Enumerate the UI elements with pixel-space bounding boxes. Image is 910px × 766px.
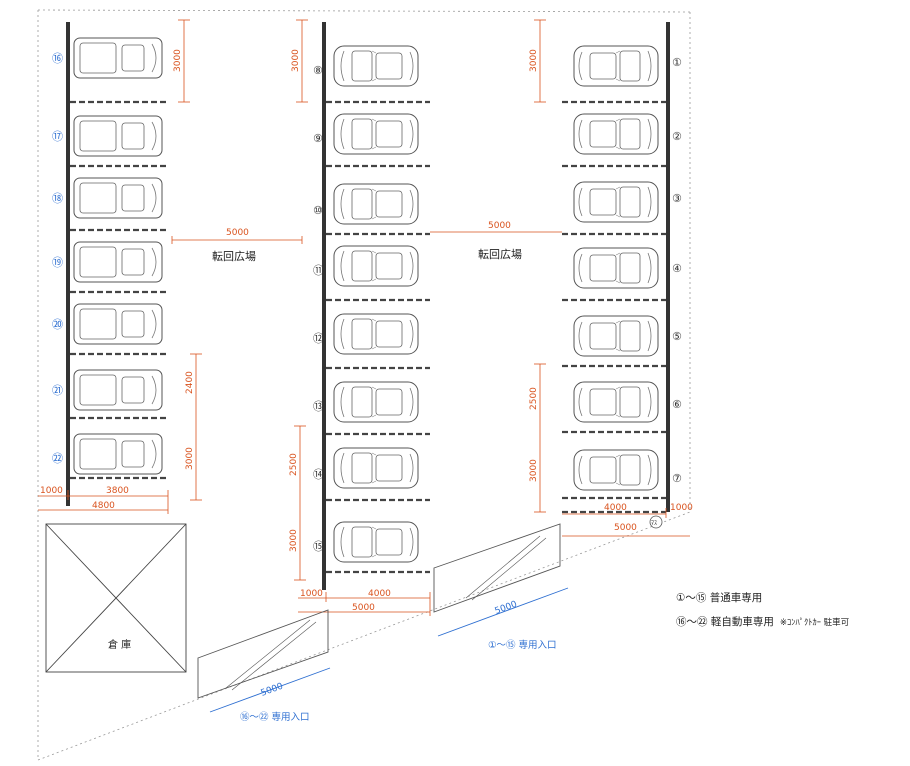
cars-right-column — [573, 45, 659, 491]
stall-number: ⑥ — [672, 398, 682, 411]
dim-right-car: 4000 — [604, 503, 627, 513]
stall-number: ⑬ — [313, 400, 324, 413]
dim-right-total: 5000 — [614, 523, 637, 533]
stall-number: ② — [672, 130, 682, 143]
dim-left-total: 4800 — [92, 501, 115, 511]
legend-small-text: ⑯～㉒ 軽自動車専用 — [676, 616, 774, 628]
dim-left-stall: 3000 — [173, 49, 183, 72]
stall-number: ⑪ — [313, 264, 324, 277]
legend-regular: ①～⑮ 普通車専用 — [676, 586, 849, 610]
entrance-dimensions — [209, 587, 569, 713]
dim-middle-offset: 1000 — [300, 589, 323, 599]
stall-number: ⑦ — [672, 472, 682, 485]
legend-regular-text: ①～⑮ 普通車専用 — [676, 592, 763, 604]
warehouse — [45, 523, 187, 673]
meter-mark: ﾏｽ — [649, 515, 663, 529]
cars-left-column — [73, 37, 163, 475]
stall-number: ⑲ — [52, 256, 63, 269]
dim-entrance-regular: 5000 — [494, 599, 519, 616]
dim-right-width: 2500 — [529, 387, 539, 410]
stall-lines — [70, 100, 666, 574]
stall-number: ⑯ — [52, 52, 63, 65]
dim-small-length: 3000 — [185, 447, 195, 470]
warehouse-label: 倉 庫 — [108, 638, 131, 651]
legend-small: ⑯～㉒ 軽自動車専用 ※ｺﾝﾊﾟｸﾄｶｰ 駐車可 — [676, 610, 849, 635]
property-boundary — [37, 9, 691, 761]
dim-left-car: 3800 — [106, 486, 129, 496]
dim-middle-length: 3000 — [289, 529, 299, 552]
dim-right-stall: 3000 — [529, 49, 539, 72]
dim-left-offset: 1000 — [40, 486, 63, 496]
dim-middle-stall: 3000 — [291, 49, 301, 72]
stall-number: ⑨ — [313, 132, 323, 145]
stall-numbers-right: ① ② ③ ④ ⑤ ⑥ ⑦ — [672, 56, 682, 485]
stall-numbers-middle: ⑧ ⑨ ⑩ ⑪ ⑫ ⑬ ⑭ ⑮ — [313, 64, 324, 553]
dimension-labels: 3000 3000 3000 5000 5000 2400 3000 2500 … — [40, 49, 693, 613]
gate-regular-cars — [433, 523, 561, 613]
turnaround-label-left: 転回広場 — [212, 250, 256, 263]
legend: ①～⑮ 普通車専用 ⑯～㉒ 軽自動車専用 ※ｺﾝﾊﾟｸﾄｶｰ 駐車可 — [676, 586, 849, 635]
dim-small-width: 2400 — [185, 371, 195, 394]
back-walls — [66, 22, 670, 590]
stall-numbers-left: ⑯ ⑰ ⑱ ⑲ ⑳ ㉑ ㉒ — [52, 52, 63, 465]
dim-aisle-left: 5000 — [226, 228, 249, 238]
dimension-lines — [38, 19, 690, 616]
cars-middle-column — [333, 45, 419, 563]
dim-middle-total: 5000 — [352, 603, 375, 613]
dim-right-length: 3000 — [529, 459, 539, 482]
dim-aisle-right: 5000 — [488, 221, 511, 231]
stall-number: ⑱ — [52, 192, 63, 205]
gate-small-cars — [197, 609, 329, 699]
stall-number: ⑭ — [313, 468, 324, 481]
entrance-regular-label: ①～⑮ 専用入口 — [488, 639, 557, 651]
stall-number: ⑧ — [313, 64, 323, 77]
meter-label: ﾏｽ — [651, 520, 657, 527]
legend-small-note: ※ｺﾝﾊﾟｸﾄｶｰ 駐車可 — [779, 618, 850, 628]
stall-number: ㉑ — [52, 384, 63, 397]
dim-right-offset: 1000 — [670, 503, 693, 513]
stall-number: ⑤ — [672, 330, 682, 343]
dim-entrance-small: 5000 — [260, 681, 285, 698]
stall-number: ⑮ — [313, 540, 324, 553]
turnaround-label-right: 転回広場 — [478, 248, 522, 261]
stall-number: ⑰ — [52, 130, 63, 143]
dim-middle-width: 2500 — [289, 453, 299, 476]
dim-middle-car: 4000 — [368, 589, 391, 599]
entrance-small-label: ⑯～㉒ 専用入口 — [240, 711, 310, 723]
stall-number: ③ — [672, 192, 682, 205]
stall-number: ⑩ — [313, 204, 323, 217]
stall-number: ⑫ — [313, 332, 324, 345]
stall-number: ⑳ — [52, 318, 63, 331]
stall-number: ㉒ — [52, 452, 63, 465]
stall-number: ① — [672, 56, 682, 69]
stall-number: ④ — [672, 262, 682, 275]
